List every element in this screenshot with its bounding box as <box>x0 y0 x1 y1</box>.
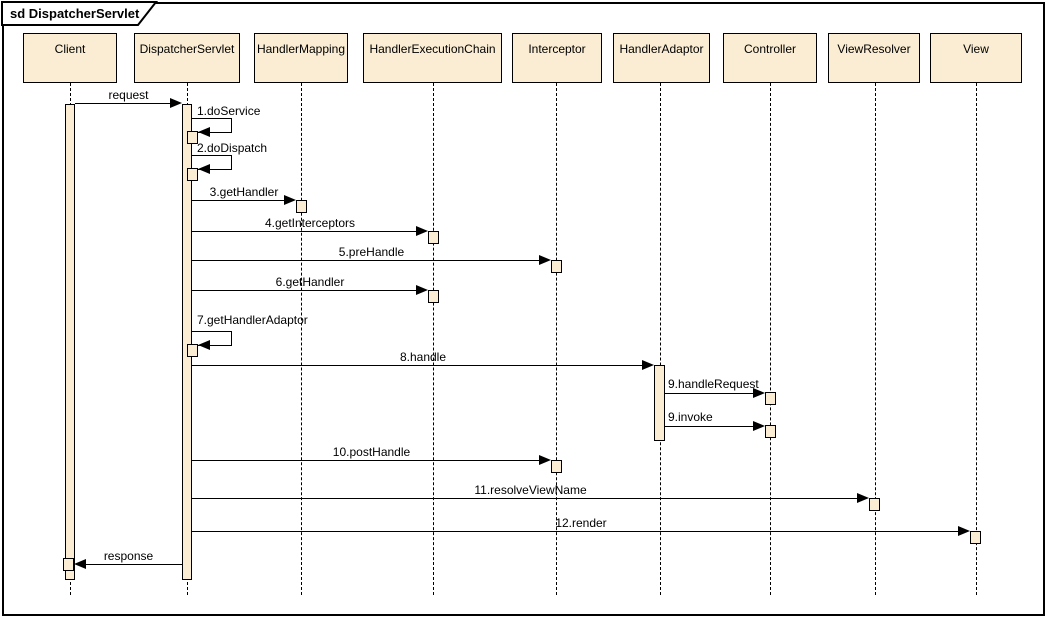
message-posthandle-label: 10.postHandle <box>332 445 411 459</box>
message-prehandle-arrowhead-icon <box>539 255 551 265</box>
message-handlerequest-label: 9.handleRequest <box>668 377 759 391</box>
message-invoke-label: 9.invoke <box>668 410 713 424</box>
lifeline-head-handlerexecutionchain: HandlerExecutionChain <box>363 33 502 83</box>
lifeline-head-controller: Controller <box>723 33 817 83</box>
lifeline-head-viewresolver: ViewResolver <box>828 33 920 83</box>
lifeline-label: Interceptor <box>528 42 586 56</box>
lifeline-line-handlerexecutionchain <box>433 83 434 595</box>
message-request-arrowhead-icon <box>170 98 182 108</box>
message-gethandler1-label: 3.getHandler <box>209 185 279 199</box>
message-response-arrowhead-icon <box>74 559 86 569</box>
message-gethandler2-label: 6.getHandler <box>275 275 345 289</box>
message-render-line <box>192 531 958 532</box>
message-dodispatch-label: 2.doDispatch <box>197 141 268 155</box>
message-doservice-arrowhead-icon <box>198 127 210 137</box>
lifeline-label: HandlerAdaptor <box>619 42 704 56</box>
lifeline-line-view <box>976 83 977 595</box>
lifeline-head-client: Client <box>23 33 117 83</box>
message-resolveviewname-arrowhead-icon <box>857 493 869 503</box>
message-handle-label: 8.handle <box>399 350 447 364</box>
message-prehandle-activation-square <box>551 260 562 273</box>
lifeline-label: HandlerMapping <box>256 42 346 56</box>
message-posthandle-line <box>192 460 539 461</box>
lifeline-head-handleradaptor: HandlerAdaptor <box>613 33 710 83</box>
message-resolveviewname-label: 11.resolveViewName <box>474 483 587 497</box>
lifeline-head-interceptor: Interceptor <box>512 33 602 83</box>
message-render-activation-square <box>970 531 981 544</box>
lifeline-label: Controller <box>743 42 797 56</box>
activation-dispatcherservlet <box>182 104 192 580</box>
message-prehandle-label: 5.preHandle <box>338 245 405 259</box>
message-gethandler2-activation-square <box>428 290 439 303</box>
message-gethandleradaptor-arrowhead-icon <box>198 340 210 350</box>
message-dodispatch-arrowhead-icon <box>198 164 210 174</box>
activation-handleradaptor <box>654 365 665 441</box>
message-getinterceptors-label: 4.getInterceptors <box>264 216 356 230</box>
message-doservice-activation-square <box>187 131 198 144</box>
message-invoke-line <box>665 426 753 427</box>
message-doservice-label: 1.doService <box>197 104 261 118</box>
message-prehandle-line <box>192 260 539 261</box>
message-gethandleradaptor-loop-line <box>192 331 232 346</box>
lifeline-head-handlermapping: HandlerMapping <box>254 33 348 83</box>
message-invoke-activation-square <box>765 425 776 438</box>
message-getinterceptors-arrowhead-icon <box>416 226 428 236</box>
lifeline-line-handleradaptor <box>660 83 661 595</box>
message-gethandler1-activation-square <box>296 200 307 213</box>
diagram-title: sd DispatcherServlet <box>10 6 140 21</box>
message-getinterceptors-line <box>192 231 416 232</box>
lifeline-line-interceptor <box>556 83 557 595</box>
message-getinterceptors-activation-square <box>428 231 439 244</box>
message-gethandler2-line <box>192 290 416 291</box>
message-handle-line <box>192 365 642 366</box>
message-resolveviewname-activation-square <box>869 498 880 511</box>
message-doservice-loop-line <box>192 118 232 133</box>
message-response-activation-square <box>63 558 74 571</box>
lifeline-label: Client <box>54 42 86 56</box>
message-request-label: request <box>108 88 149 102</box>
message-gethandler2-arrowhead-icon <box>416 285 428 295</box>
message-handlerequest-line <box>665 393 753 394</box>
activation-client <box>65 104 75 580</box>
message-request-line <box>75 103 170 104</box>
message-dodispatch-activation-square <box>187 168 198 181</box>
message-gethandler1-line <box>192 200 284 201</box>
message-posthandle-arrowhead-icon <box>539 455 551 465</box>
lifeline-line-viewresolver <box>875 83 876 595</box>
message-render-label: 12.render <box>555 516 607 530</box>
lifeline-label: HandlerExecutionChain <box>369 42 496 56</box>
message-render-arrowhead-icon <box>958 526 970 536</box>
message-response-label: response <box>103 549 154 563</box>
lifeline-line-handlermapping <box>301 83 302 595</box>
lifeline-head-view: View <box>930 33 1022 83</box>
message-response-line <box>86 564 182 565</box>
message-gethandleradaptor-label: 7.getHandlerAdaptor <box>197 313 308 327</box>
message-posthandle-activation-square <box>551 460 562 473</box>
message-gethandleradaptor-activation-square <box>187 344 198 357</box>
lifeline-label: ViewResolver <box>837 42 911 56</box>
message-dodispatch-loop-line <box>192 155 232 170</box>
lifeline-label: View <box>963 42 989 56</box>
frame-title-tab <box>1 1 159 26</box>
message-gethandler1-arrowhead-icon <box>284 195 296 205</box>
message-resolveviewname-line <box>192 498 857 499</box>
message-handlerequest-arrowhead-icon <box>753 388 765 398</box>
lifeline-label: DispatcherServlet <box>139 42 235 56</box>
message-handlerequest-activation-square <box>765 392 776 405</box>
message-invoke-arrowhead-icon <box>753 421 765 431</box>
lifeline-head-dispatcherservlet: DispatcherServlet <box>134 33 240 83</box>
message-handle-arrowhead-icon <box>642 360 654 370</box>
lifeline-line-controller <box>770 83 771 595</box>
